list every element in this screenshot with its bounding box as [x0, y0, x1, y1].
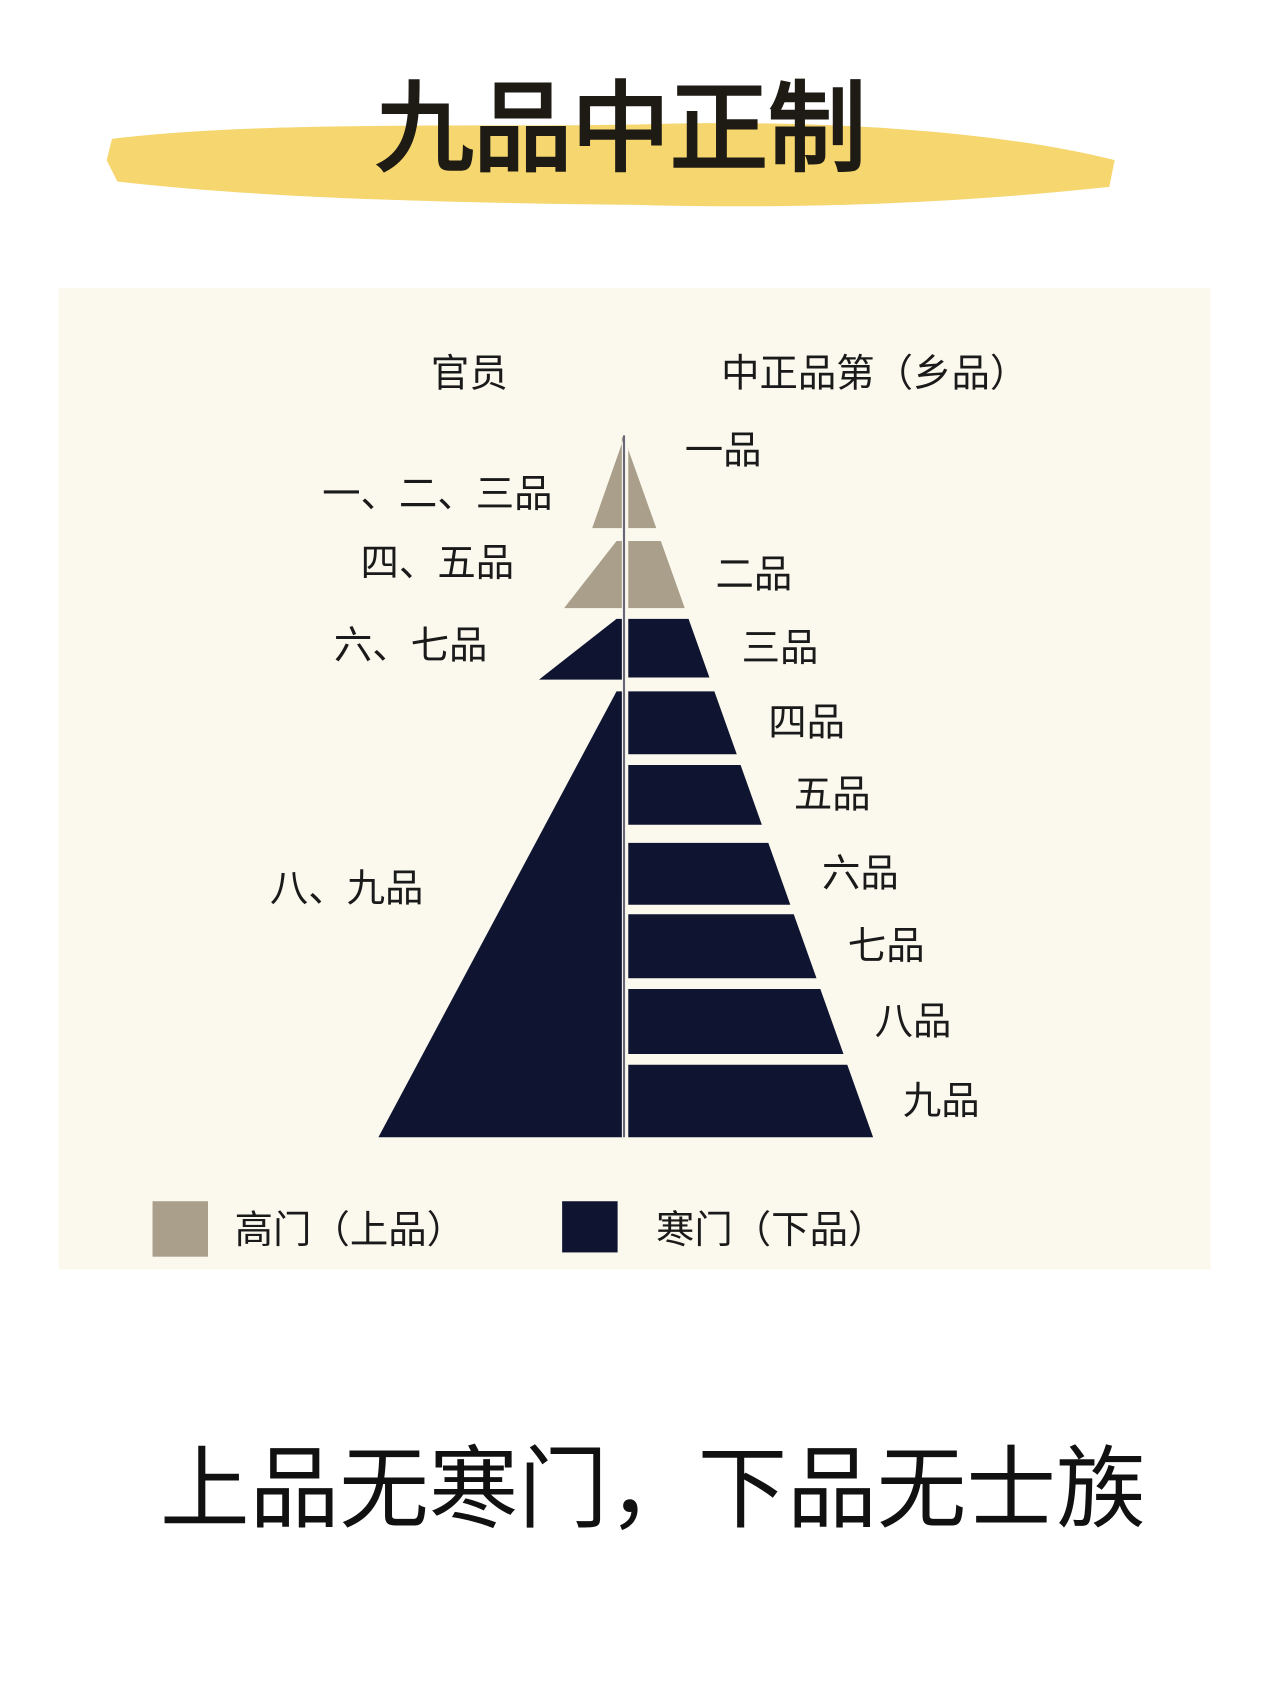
- right-band-5: [628, 764, 762, 825]
- left-band-1: [592, 437, 624, 529]
- right-band-label: 八品: [875, 999, 952, 1044]
- right-band-label: 七品: [848, 924, 925, 969]
- right-band-6: [628, 842, 791, 905]
- legend-swatch-low: [562, 1201, 618, 1253]
- right-band-7: [628, 914, 817, 979]
- legend-label-high: 高门（上品）: [235, 1208, 465, 1253]
- left-band-2: [564, 540, 622, 609]
- right-band-label: 四品: [768, 701, 845, 746]
- page-title: 九品中正制: [375, 72, 866, 186]
- right-band-label: 五品: [794, 773, 871, 818]
- left-band-label: 一、二、三品: [322, 472, 552, 517]
- left-band-label: 四、五品: [361, 541, 515, 586]
- left-band-label: 六、七品: [334, 623, 488, 668]
- header-officials: 官员: [431, 351, 508, 396]
- title-brush: [106, 123, 1115, 207]
- left-band-3: [539, 618, 622, 680]
- header-xiangpin: 中正品第（乡品）: [721, 351, 1028, 396]
- left-band-4: [378, 691, 622, 1138]
- right-band-2: [628, 540, 685, 609]
- right-band-9: [628, 1064, 874, 1138]
- right-band-8: [628, 988, 844, 1055]
- right-band-label: 三品: [742, 626, 819, 671]
- yellow-brush-stroke: [106, 123, 1115, 207]
- legend: 高门（上品） 寒门（下品）: [152, 1201, 886, 1257]
- right-band-label: 六品: [822, 852, 899, 897]
- right-band-label: 二品: [715, 552, 792, 597]
- legend-label-low: 寒门（下品）: [656, 1208, 886, 1253]
- right-band-3: [628, 618, 710, 678]
- legend-swatch-high: [152, 1201, 208, 1257]
- right-band-label: 一品: [685, 429, 762, 474]
- right-band-label: 九品: [903, 1079, 980, 1124]
- slogan: 上品无寒门，下品无士族: [160, 1438, 1146, 1542]
- left-band-label: 八、九品: [270, 867, 424, 912]
- right-band-4: [628, 691, 737, 755]
